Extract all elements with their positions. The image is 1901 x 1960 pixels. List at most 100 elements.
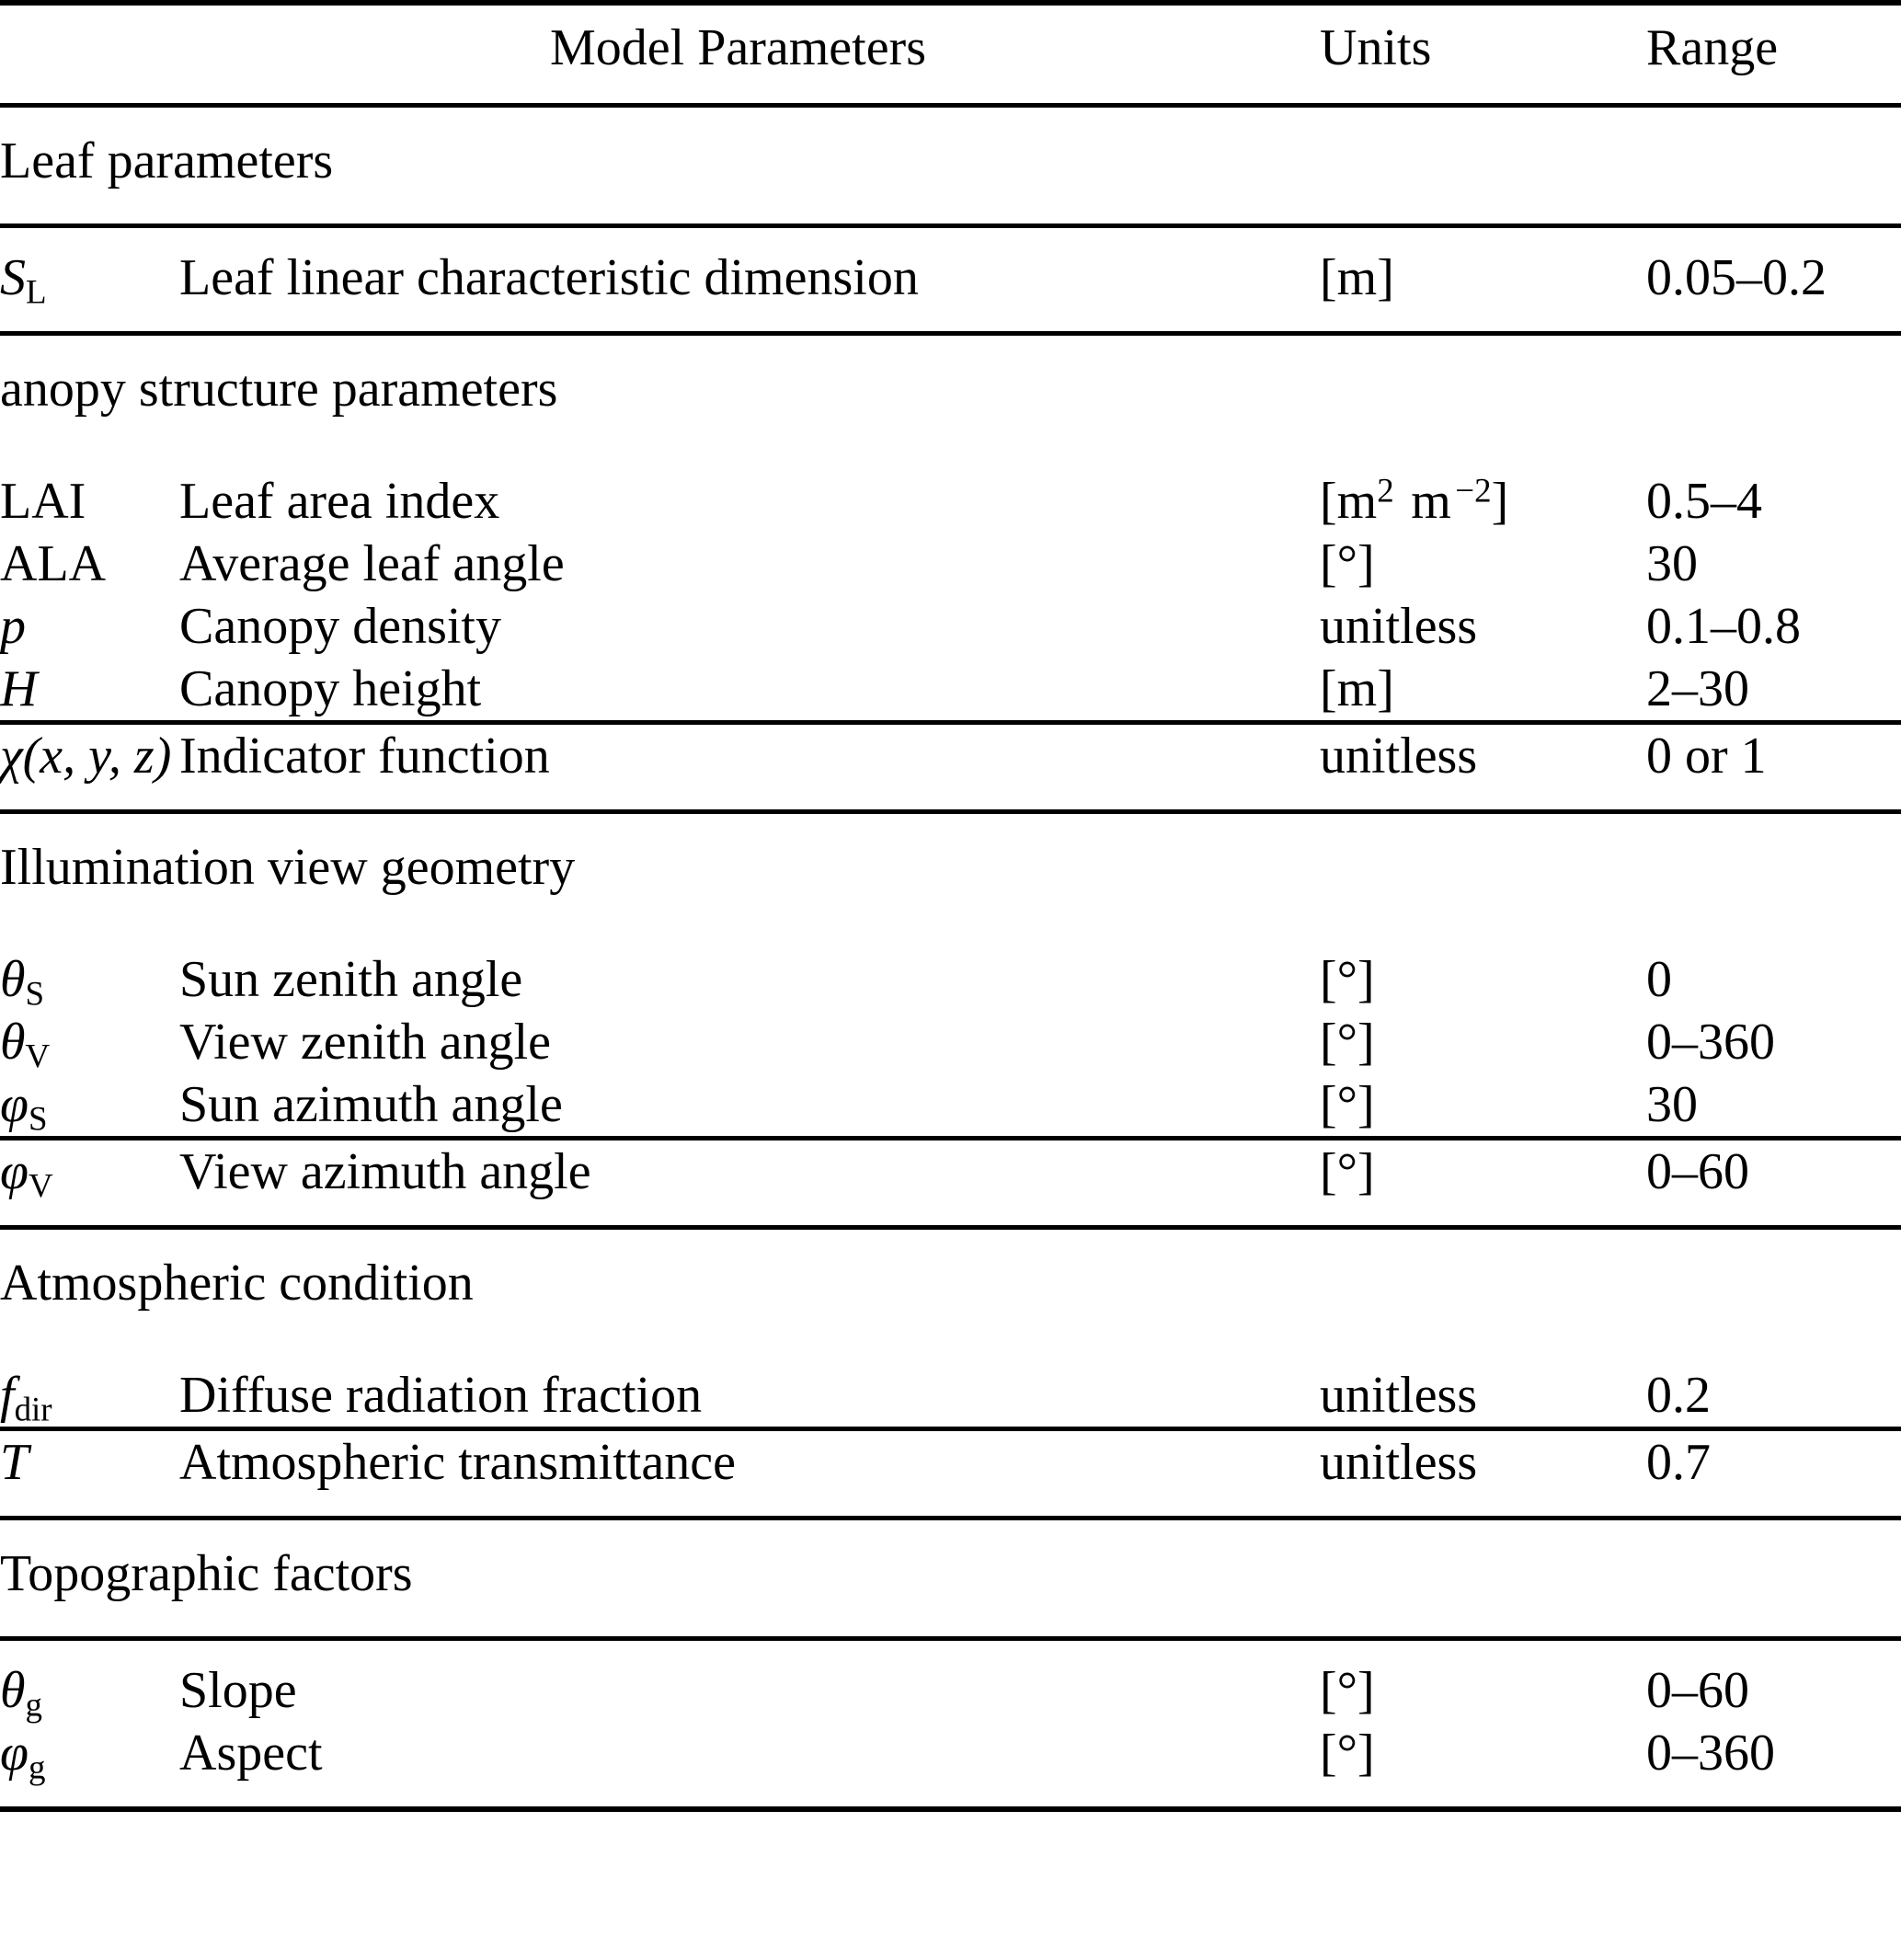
row-range: 0.5–4: [1646, 473, 1763, 530]
row-symbol: fdir: [0, 1346, 179, 1429]
row-description: Sun azimuth angle: [179, 1076, 563, 1133]
section-heading-row: Atmospheric condition: [0, 1227, 1901, 1347]
table-row: φV View azimuth angle [°] 0–60: [0, 1138, 1901, 1228]
units-second-term: m: [1393, 473, 1456, 530]
units-bracket-close: ]: [1491, 473, 1509, 530]
row-symbol: ALA: [0, 535, 107, 592]
symbol-subscript: dir: [14, 1390, 52, 1428]
row-description: Atmospheric transmittance: [179, 1434, 736, 1491]
row-units: [°]: [1320, 1725, 1375, 1782]
row-description: Average leaf angle: [179, 535, 565, 592]
row-symbol: θV: [0, 1011, 179, 1073]
symbol-subscript: S: [25, 974, 45, 1013]
section-heading-atmospheric-condition: Atmospheric condition: [0, 1255, 474, 1312]
section-heading-row: Topographic factors: [0, 1518, 1901, 1639]
row-symbol: θg: [0, 1639, 179, 1723]
table-row: T Atmospheric transmittance unitless 0.7: [0, 1428, 1901, 1519]
row-range: 0: [1646, 951, 1673, 1008]
row-range: 30: [1646, 1076, 1699, 1133]
section-heading-leaf-parameters: Leaf parameters: [0, 132, 334, 189]
units-bracket-open: [m: [1320, 473, 1378, 530]
table-row: fdir Diffuse radiation fraction unitless…: [0, 1346, 1901, 1429]
table-row: H Canopy height [m] 2–30: [0, 658, 1901, 723]
symbol-phi: φ: [0, 1143, 29, 1200]
model-parameters-table: Model Parameters Units Range Leaf parame…: [0, 3, 1901, 1809]
table-row: θV View zenith angle [°] 0–360: [0, 1011, 1901, 1073]
row-symbol: SL: [0, 249, 47, 311]
row-symbol: χ(x, y, z): [0, 723, 179, 812]
row-units: unitless: [1320, 1367, 1478, 1424]
row-description: Leaf area index: [179, 473, 500, 530]
row-units: [°]: [1320, 1662, 1375, 1719]
row-units: unitless: [1320, 598, 1478, 655]
row-symbol: φS: [0, 1073, 179, 1139]
symbol-canopy-density: p: [0, 598, 26, 655]
symbol-subscript: V: [25, 1037, 51, 1075]
units-exponent-area: 2: [1377, 471, 1394, 510]
row-range: 2–30: [1646, 660, 1750, 717]
row-units: [m]: [1320, 660, 1394, 717]
row-range: 0–360: [1646, 1014, 1776, 1071]
row-description: View zenith angle: [179, 1014, 552, 1071]
symbol-phi: φ: [0, 1725, 29, 1782]
row-description: Leaf linear characteristic dimension: [179, 249, 919, 306]
row-units: [°]: [1320, 535, 1375, 592]
row-description: Canopy height: [179, 660, 482, 717]
row-symbol: φg: [0, 1722, 179, 1809]
symbol-theta: θ: [0, 951, 26, 1008]
table-row: LAI Leaf area index [m2 m−2] 0.5–4: [0, 452, 1901, 533]
symbol-theta: θ: [0, 1662, 26, 1719]
symbol-indicator-function: χ(x, y, z): [0, 728, 172, 785]
row-symbol: p: [0, 595, 179, 658]
symbol-f: f: [0, 1367, 15, 1424]
symbol-subscript: S: [28, 1099, 48, 1138]
row-symbol: H: [0, 658, 179, 723]
row-units: [°]: [1320, 1143, 1375, 1200]
section-heading-illumination-view-geometry: Illumination view geometry: [0, 839, 576, 896]
row-description: Slope: [179, 1662, 297, 1719]
symbol-theta: θ: [0, 1014, 26, 1071]
row-symbol: θS: [0, 930, 179, 1011]
table-row: φg Aspect [°] 0–360: [0, 1722, 1901, 1809]
row-units: [m2 m−2]: [1320, 452, 1646, 533]
symbol-subscript: V: [28, 1166, 53, 1205]
table-row: θS Sun zenith angle [°] 0: [0, 930, 1901, 1011]
symbol-subscript: L: [26, 272, 47, 311]
row-symbol: T: [0, 1429, 179, 1519]
table-row: φS Sun azimuth angle [°] 30: [0, 1073, 1901, 1139]
table-row: θg Slope [°] 0–60: [0, 1638, 1901, 1723]
row-range: 0.05–0.2: [1646, 249, 1827, 306]
row-range: 0.1–0.8: [1646, 598, 1802, 655]
section-heading-row: anopy structure parameters: [0, 333, 1901, 453]
row-range: 0–360: [1646, 1725, 1776, 1782]
symbol-canopy-height: H: [0, 660, 38, 717]
table-row: SL Leaf linear characteristic dimension …: [0, 225, 1901, 334]
table-row: ALA Average leaf angle [°] 30: [0, 533, 1901, 595]
column-header-units: Units: [1320, 19, 1432, 76]
row-symbol: LAI: [0, 473, 86, 530]
section-heading-topographic-factors: Topographic factors: [0, 1545, 413, 1602]
row-units: unitless: [1320, 1434, 1478, 1491]
row-symbol: φV: [0, 1139, 179, 1228]
units-exponent-inverse-area: −2: [1455, 471, 1492, 510]
table-body: Leaf parameters SL Leaf linear character…: [0, 105, 1901, 1809]
row-description: View azimuth angle: [179, 1143, 591, 1200]
row-description: Diffuse radiation fraction: [179, 1367, 703, 1424]
row-units: [°]: [1320, 951, 1375, 1008]
row-range: 0–60: [1646, 1143, 1750, 1200]
row-description: Canopy density: [179, 598, 501, 655]
header-row: Model Parameters Units Range: [0, 3, 1901, 106]
table-row: p Canopy density unitless 0.1–0.8: [0, 595, 1901, 658]
row-range: 0.7: [1646, 1434, 1712, 1491]
column-header-range: Range: [1646, 19, 1779, 76]
row-range: 0–60: [1646, 1662, 1750, 1719]
row-units: [°]: [1320, 1076, 1375, 1133]
table-header: Model Parameters Units Range: [0, 3, 1901, 106]
row-range: 0 or 1: [1646, 728, 1767, 785]
row-description: Indicator function: [179, 728, 550, 785]
row-range: 30: [1646, 535, 1699, 592]
symbol-subscript: g: [28, 1748, 46, 1786]
symbol-phi: φ: [0, 1076, 29, 1133]
section-heading-row: Illumination view geometry: [0, 811, 1901, 931]
row-range: 0.2: [1646, 1367, 1712, 1424]
